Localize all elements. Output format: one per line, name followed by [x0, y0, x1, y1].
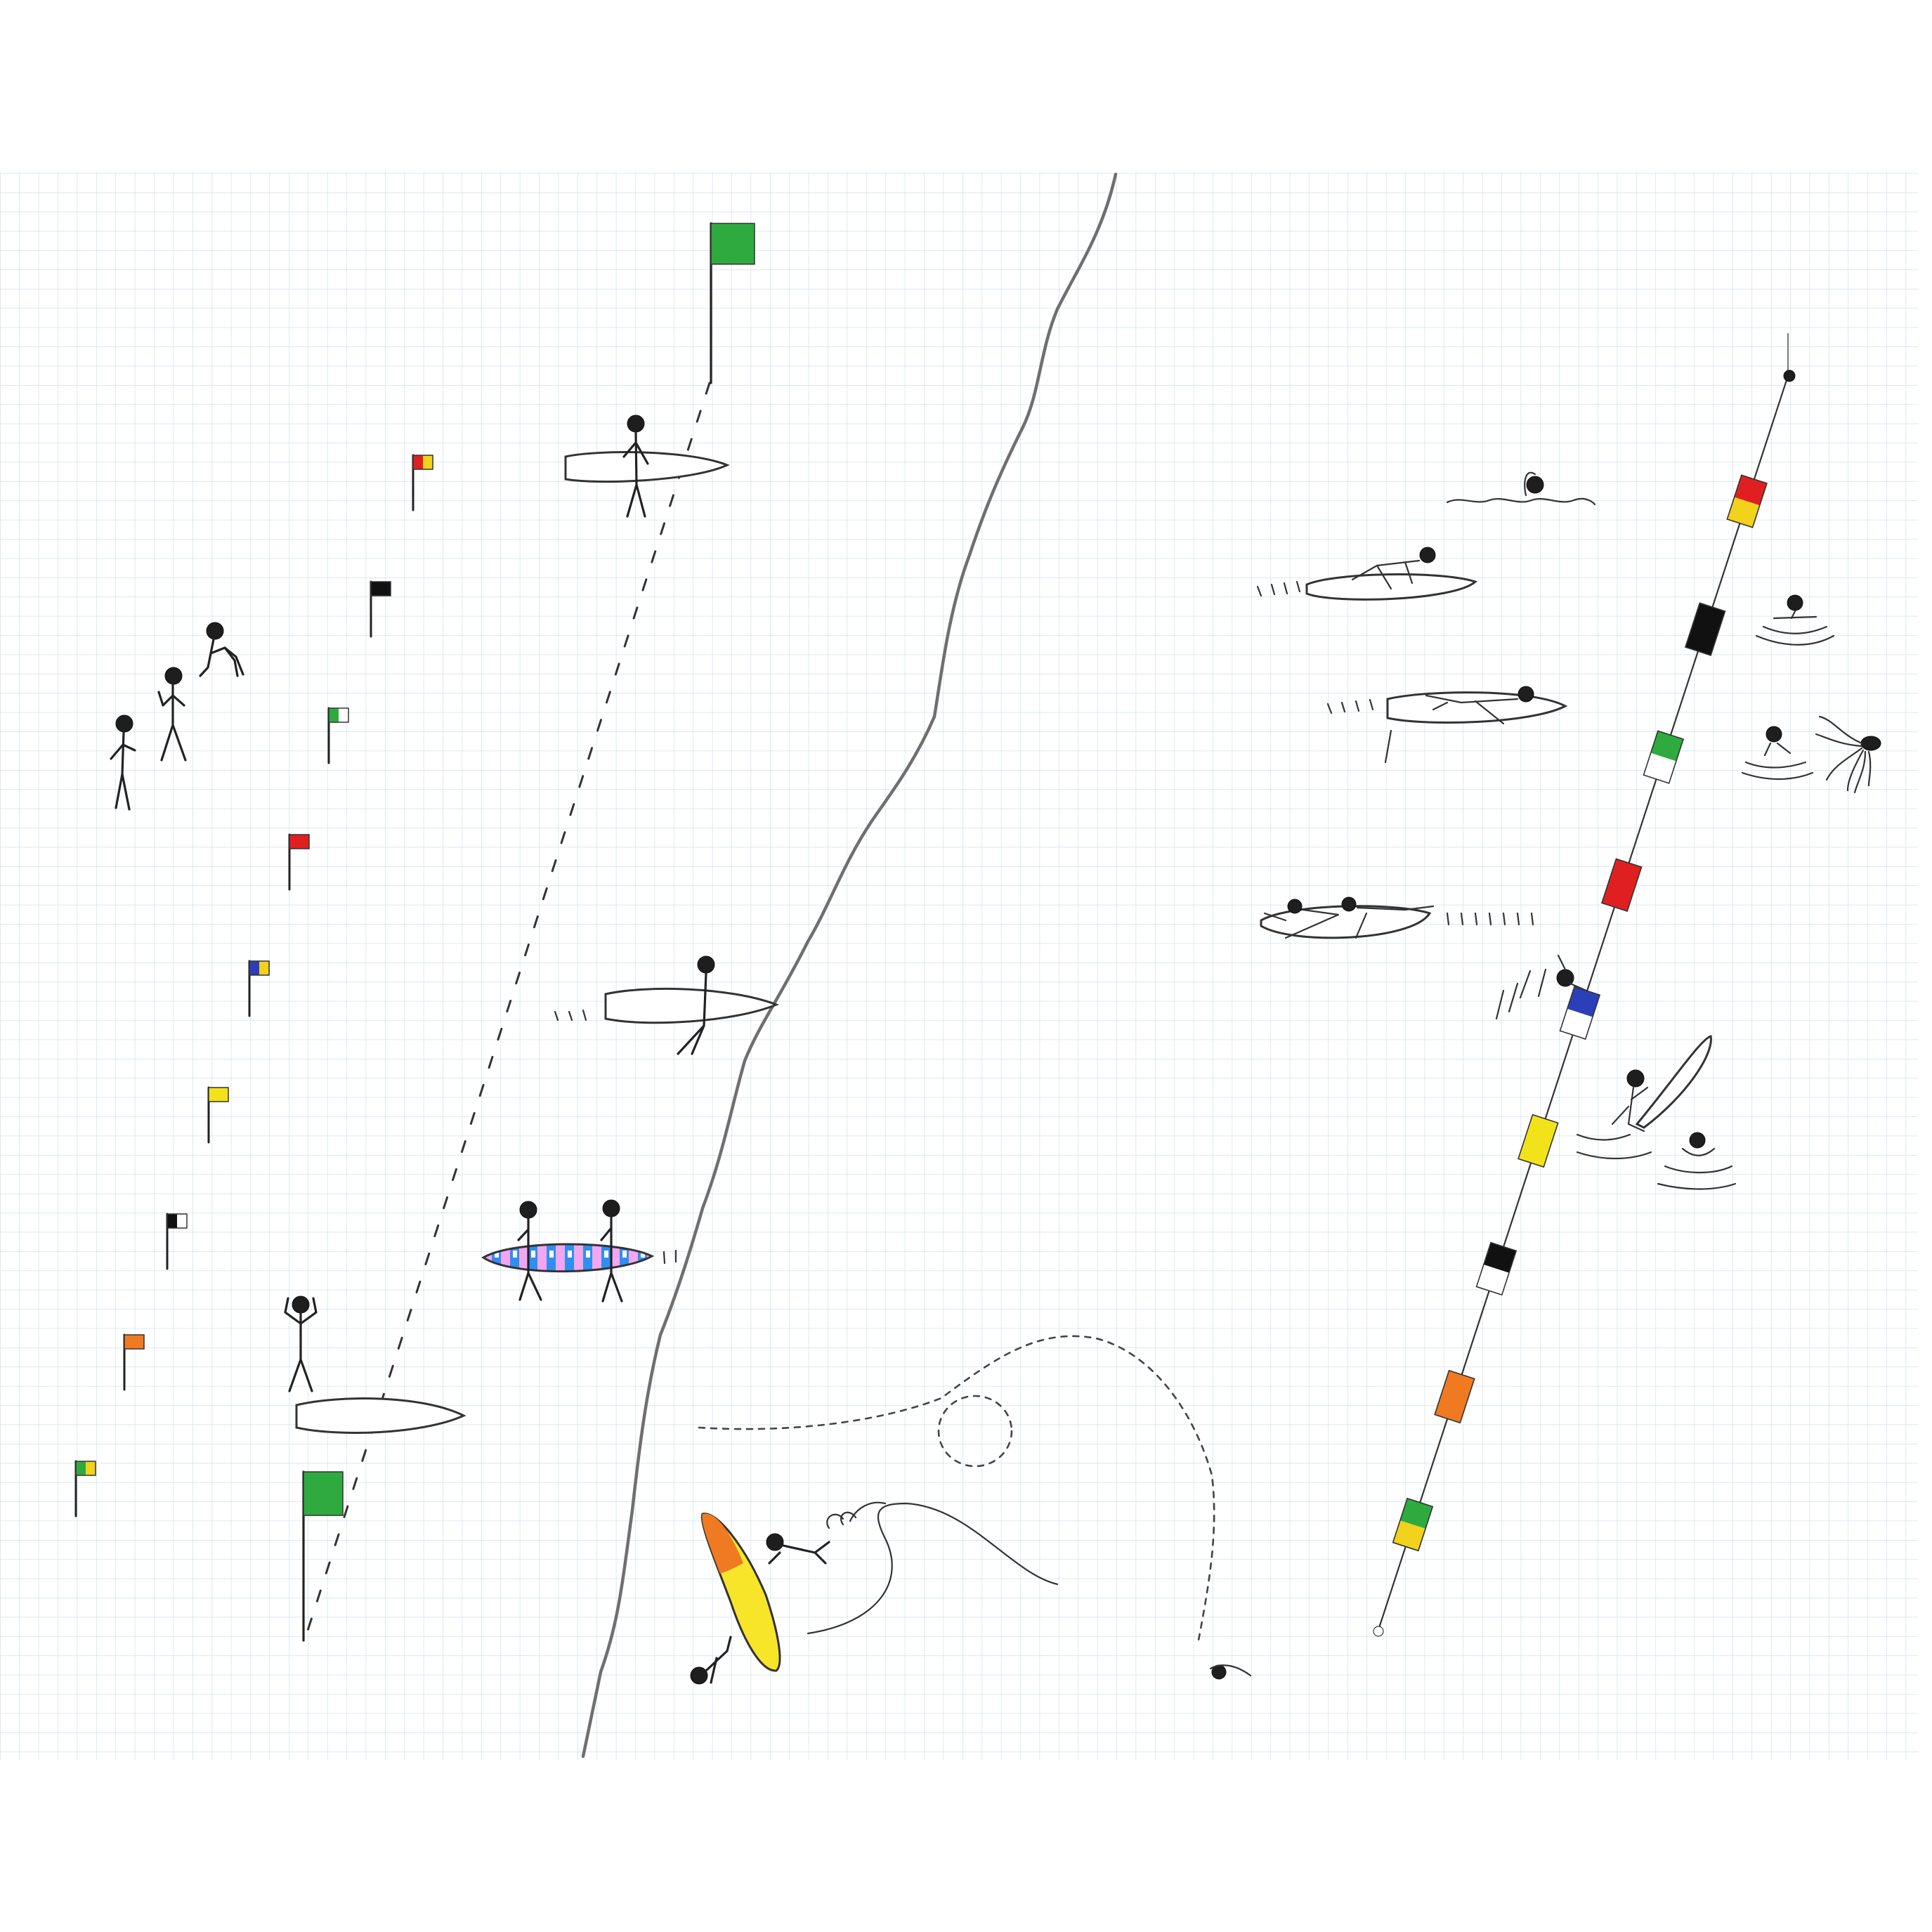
- beach-flag-red-yellow: [412, 454, 433, 511]
- beach-flag-blue-yellow: [248, 960, 270, 1017]
- swimmer-treading-1: [1755, 594, 1835, 646]
- swimmer-treading-2: [1657, 1132, 1737, 1190]
- buoy-line: [1373, 333, 1796, 1637]
- runner-with-board-top: [564, 415, 730, 518]
- beach-flag-green-yellow: [74, 1460, 96, 1517]
- beach-flag-yellow: [207, 1086, 229, 1144]
- wiped-out-surfer: [690, 1513, 830, 1685]
- finish-flag-top: [710, 222, 755, 384]
- spectator-standing: [110, 714, 136, 811]
- spectator-waving: [157, 667, 187, 762]
- finish-flag-bottom: [302, 1470, 344, 1642]
- diver-head: [1209, 1664, 1252, 1680]
- buoy-red: [1601, 858, 1643, 912]
- beach-flag-red: [288, 833, 310, 891]
- shoreline: [581, 172, 1118, 1758]
- buoy-orange: [1434, 1369, 1475, 1424]
- spectator-arms-up: [284, 1295, 318, 1392]
- buoy-black-white: [1475, 1241, 1517, 1296]
- buoy-green-white: [1643, 730, 1685, 784]
- runners-with-striped-board: [481, 1199, 677, 1303]
- beach-flag-black-white: [166, 1213, 188, 1270]
- prone-paddler-2: [1326, 686, 1568, 764]
- runner-with-board-bottom: [295, 1397, 466, 1434]
- wave-curl: [826, 1511, 857, 1529]
- dashed-circle: [937, 1395, 1013, 1468]
- buoy-yellow: [1517, 1114, 1559, 1168]
- beach-flag-green-white: [327, 707, 349, 764]
- tandem-paddlers: [1260, 896, 1534, 939]
- beach-marker-flags: [74, 454, 433, 1517]
- buoy-blue-white: [1559, 986, 1601, 1040]
- swimmer-splashing: [1495, 954, 1588, 1020]
- spectator-crouching: [199, 622, 244, 677]
- wave: [807, 1501, 1059, 1635]
- prone-paddler-1: [1256, 547, 1477, 601]
- swimmer-waving: [1446, 471, 1596, 506]
- buoy-green-yellow: [1392, 1497, 1434, 1552]
- runner-with-board-middle: [554, 955, 780, 1055]
- beach-flag-black: [370, 580, 391, 638]
- surfer-riding: [1576, 1035, 1712, 1160]
- beach-flag-orange: [123, 1333, 145, 1391]
- buoy-black: [1684, 602, 1726, 656]
- buoy-red-yellow: [1726, 474, 1768, 528]
- swimmer-near-octopus: [1741, 726, 1814, 781]
- octopus: [1815, 715, 1881, 794]
- ball-trajectory: [698, 1335, 1215, 1645]
